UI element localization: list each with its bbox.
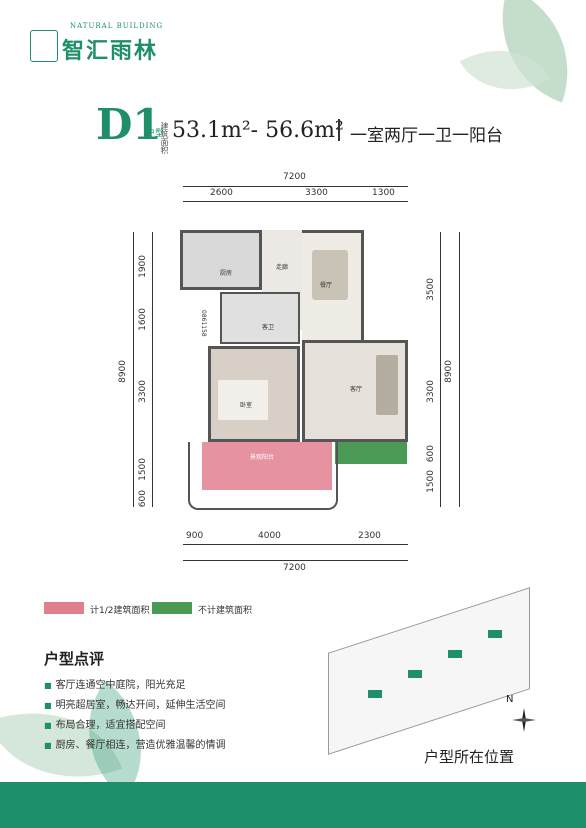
bottom-dimension-2: 4000 (258, 531, 281, 541)
unit-type-tag: 户型 (146, 129, 165, 139)
top-total-dimension: 7200 (283, 172, 306, 182)
sofa (376, 355, 398, 415)
bottom-total-dimension: 7200 (283, 563, 306, 573)
brand-logo-icon (30, 30, 58, 62)
bottom-total-line (183, 560, 408, 561)
no-area-balcony (335, 442, 407, 464)
dining-table (312, 250, 348, 300)
top-dimension-1: 2600 (210, 188, 233, 198)
location-title: 户型所在位置 (424, 748, 515, 766)
bath-label: 客卫 (262, 324, 275, 331)
brand-name: 智汇雨林 (62, 39, 159, 64)
right-dimension-2: 3300 (426, 380, 436, 403)
top-dimension-line (183, 186, 408, 187)
bottom-dimension-3: 2300 (358, 531, 381, 541)
area-range: 53.1m²- 56.6m² (172, 118, 344, 143)
inner-dimension-label: 0861158 (200, 310, 207, 337)
top-parts-line (183, 201, 408, 202)
balcony-label: 景观阳台 (250, 454, 275, 461)
dining-label: 餐厅 (320, 282, 333, 289)
right-total-dimension: 8900 (444, 360, 454, 383)
site-building-highlight-4 (488, 630, 502, 638)
legend-half-area-swatch (44, 602, 84, 614)
site-building-highlight-2 (408, 670, 422, 678)
review-item-1: 客厅连通空中庭院，阳光充足 (44, 676, 186, 691)
footer-band (0, 782, 586, 828)
left-dimension-2: 1600 (138, 308, 148, 331)
left-total-line (133, 232, 134, 507)
top-dimension-3: 1300 (372, 188, 395, 198)
site-map-outline (328, 587, 530, 755)
left-parts-line (152, 232, 153, 507)
site-building-highlight (368, 690, 382, 698)
right-dimension-1: 3500 (426, 278, 436, 301)
bottom-parts-line (183, 544, 408, 545)
living-label: 客厅 (350, 386, 363, 393)
title-separator (338, 119, 340, 141)
review-item-3: 布局合理，适宜搭配空间 (44, 716, 166, 731)
left-dimension-4: 1500 (138, 458, 148, 481)
bottom-dimension-1: 900 (186, 531, 204, 541)
review-title: 户型点评 (44, 650, 105, 668)
legend-no-area-label: 不计建筑面积 (198, 606, 253, 616)
left-dimension-1: 1900 (138, 255, 148, 278)
unit-code: D1 (96, 100, 162, 149)
bedroom-label: 卧室 (240, 402, 253, 409)
north-arrow-icon (510, 706, 538, 734)
bath-area (220, 292, 300, 344)
corridor-label: 走廊 (276, 264, 289, 271)
kitchen-area (180, 230, 262, 290)
legend-no-area-swatch (152, 602, 192, 614)
site-map (318, 587, 550, 755)
review-item-4: 厨房、餐厅相连，营造优雅温馨的情调 (44, 736, 226, 751)
site-building-highlight-3 (448, 650, 462, 658)
balcony-rail (188, 442, 338, 510)
area-label: 建筑面积 (160, 122, 169, 154)
bed (218, 380, 268, 420)
legend-half-area-label: 计1/2建筑面积 (90, 606, 150, 616)
top-dimension-2: 3300 (305, 188, 328, 198)
review-item-2: 明亮超居室，畅达开间，延伸生活空间 (44, 696, 226, 711)
left-total-dimension: 8900 (118, 360, 128, 383)
brand-subtitle: NATURAL BUILDING (70, 22, 164, 30)
layout-type: 一室两厅一卫一阳台 (350, 126, 503, 146)
floor-plan: 厨房 走廊 餐厅 客卫 0861158 卧室 客厅 景观阳台 (180, 230, 410, 510)
left-dimension-5: 600 (138, 490, 148, 508)
right-total-line (459, 232, 460, 507)
right-parts-line (440, 232, 441, 507)
right-dimension-3: 600 (426, 445, 436, 463)
kitchen-label: 厨房 (220, 270, 233, 277)
left-dimension-3: 3300 (138, 380, 148, 403)
landscape-balcony (202, 442, 332, 490)
north-label: N (506, 694, 514, 705)
right-dimension-4: 1500 (426, 470, 436, 493)
